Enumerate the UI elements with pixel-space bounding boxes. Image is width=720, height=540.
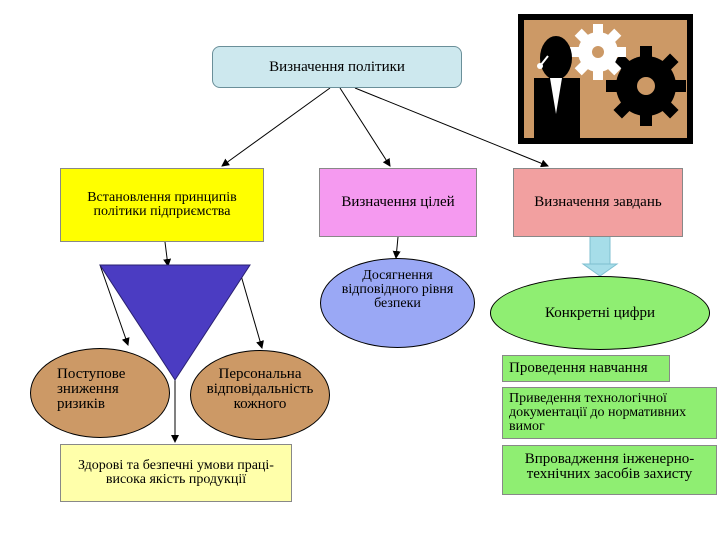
action-engineering-box: Впровадження інженерно-технічних засобів…: [502, 445, 717, 495]
action-training-box: Проведення навчання: [502, 355, 670, 382]
result-box: Здорові та безпечні умови праці-висока я…: [60, 444, 292, 502]
safety-level-label: Досягнення відповідного рівня безпеки: [341, 268, 454, 311]
policy-definition-label: Визначення політики: [269, 58, 405, 75]
policy-definition-box: Визначення політики: [212, 46, 462, 88]
goals-label: Визначення цілей: [341, 194, 455, 210]
principles-label: Встановлення принципів політики підприєм…: [87, 190, 237, 219]
goals-box: Визначення цілей: [319, 168, 477, 237]
action-documentation-label: Приведення технологічної документації до…: [509, 391, 687, 434]
tasks-box: Визначення завдань: [513, 168, 683, 237]
principles-box: Встановлення принципів політики підприєм…: [60, 168, 264, 242]
specific-figures-label: Конкретні цифри: [544, 304, 656, 321]
specific-figures-ellipse: Конкретні цифри: [490, 276, 710, 350]
triangle-shape: [99, 264, 251, 381]
gradual-risk-label: Поступове зниження ризиків: [57, 366, 126, 412]
personal-responsibility-ellipse: Персональна відповідальність кожного: [190, 350, 330, 440]
safety-level-ellipse: Досягнення відповідного рівня безпеки: [320, 258, 475, 348]
gradual-risk-ellipse: Поступове зниження ризиків: [30, 348, 170, 438]
person-with-gears-icon: [518, 14, 693, 144]
action-training-label: Проведення навчання: [509, 360, 648, 376]
arrow-down-icon: [581, 235, 619, 277]
tasks-label: Визначення завдань: [534, 194, 662, 210]
personal-responsibility-label: Персональна відповідальність кожного: [206, 366, 314, 412]
action-engineering-label: Впровадження інженерно-технічних засобів…: [524, 451, 695, 482]
action-documentation-box: Приведення технологічної документації до…: [502, 387, 717, 439]
result-label: Здорові та безпечні умови праці-висока я…: [78, 458, 274, 487]
